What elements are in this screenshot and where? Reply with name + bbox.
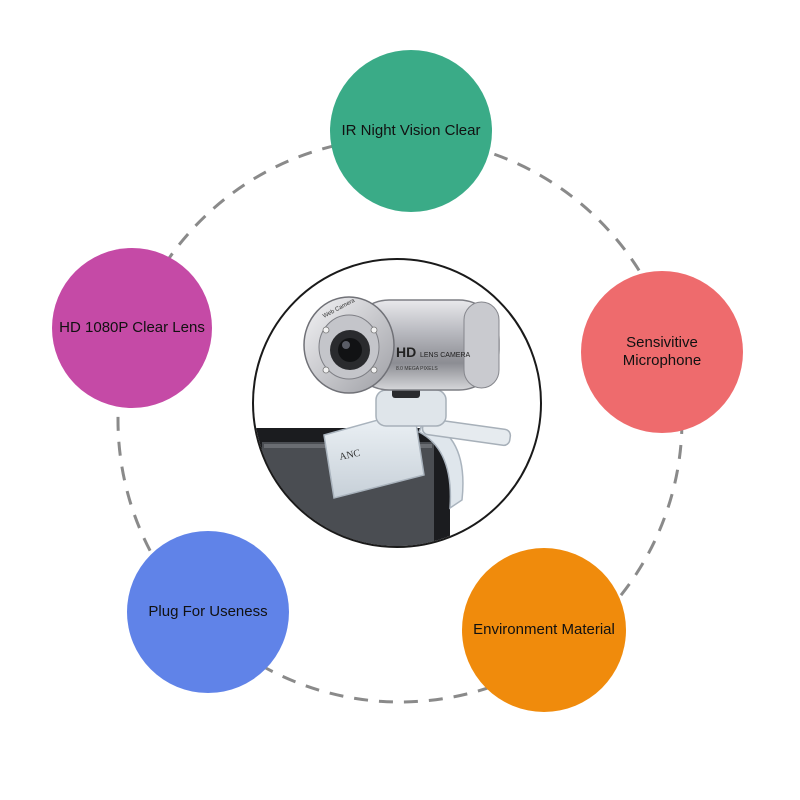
- camera-hd-text: HD: [396, 344, 416, 360]
- feature-environment-material: Environment Material: [462, 548, 626, 712]
- feature-label: Environment Material: [473, 621, 615, 638]
- feature-ir-night-vision: IR Night Vision Clear: [330, 50, 492, 212]
- ir-led-icon: [322, 366, 330, 374]
- webcam-product-image: ANC HD LENS CAMERA 8.0 MEGA PIXELS Web C…: [252, 258, 542, 548]
- ir-led-icon: [370, 366, 378, 374]
- camera-lens-text: LENS CAMERA: [420, 352, 471, 359]
- ir-led-icon: [370, 326, 378, 334]
- webcam-illustration: ANC HD LENS CAMERA 8.0 MEGA PIXELS Web C…: [254, 296, 512, 546]
- camera-megapixel-text: 8.0 MEGA PIXELS: [396, 366, 438, 372]
- clip-brand-text: ANC: [338, 448, 361, 463]
- feature-label: Sensivitive Microphone: [622, 334, 702, 369]
- feature-label: HD 1080P Clear Lens: [59, 319, 205, 336]
- feature-label: IR Night Vision Clear: [341, 122, 481, 139]
- feature-microphone: Sensivitive Microphone: [581, 271, 743, 433]
- feature-hd-lens: HD 1080P Clear Lens: [52, 248, 212, 408]
- ir-led-icon: [322, 326, 330, 334]
- feature-label: Plug For Useness: [148, 603, 268, 620]
- feature-plug: Plug For Useness: [127, 531, 289, 693]
